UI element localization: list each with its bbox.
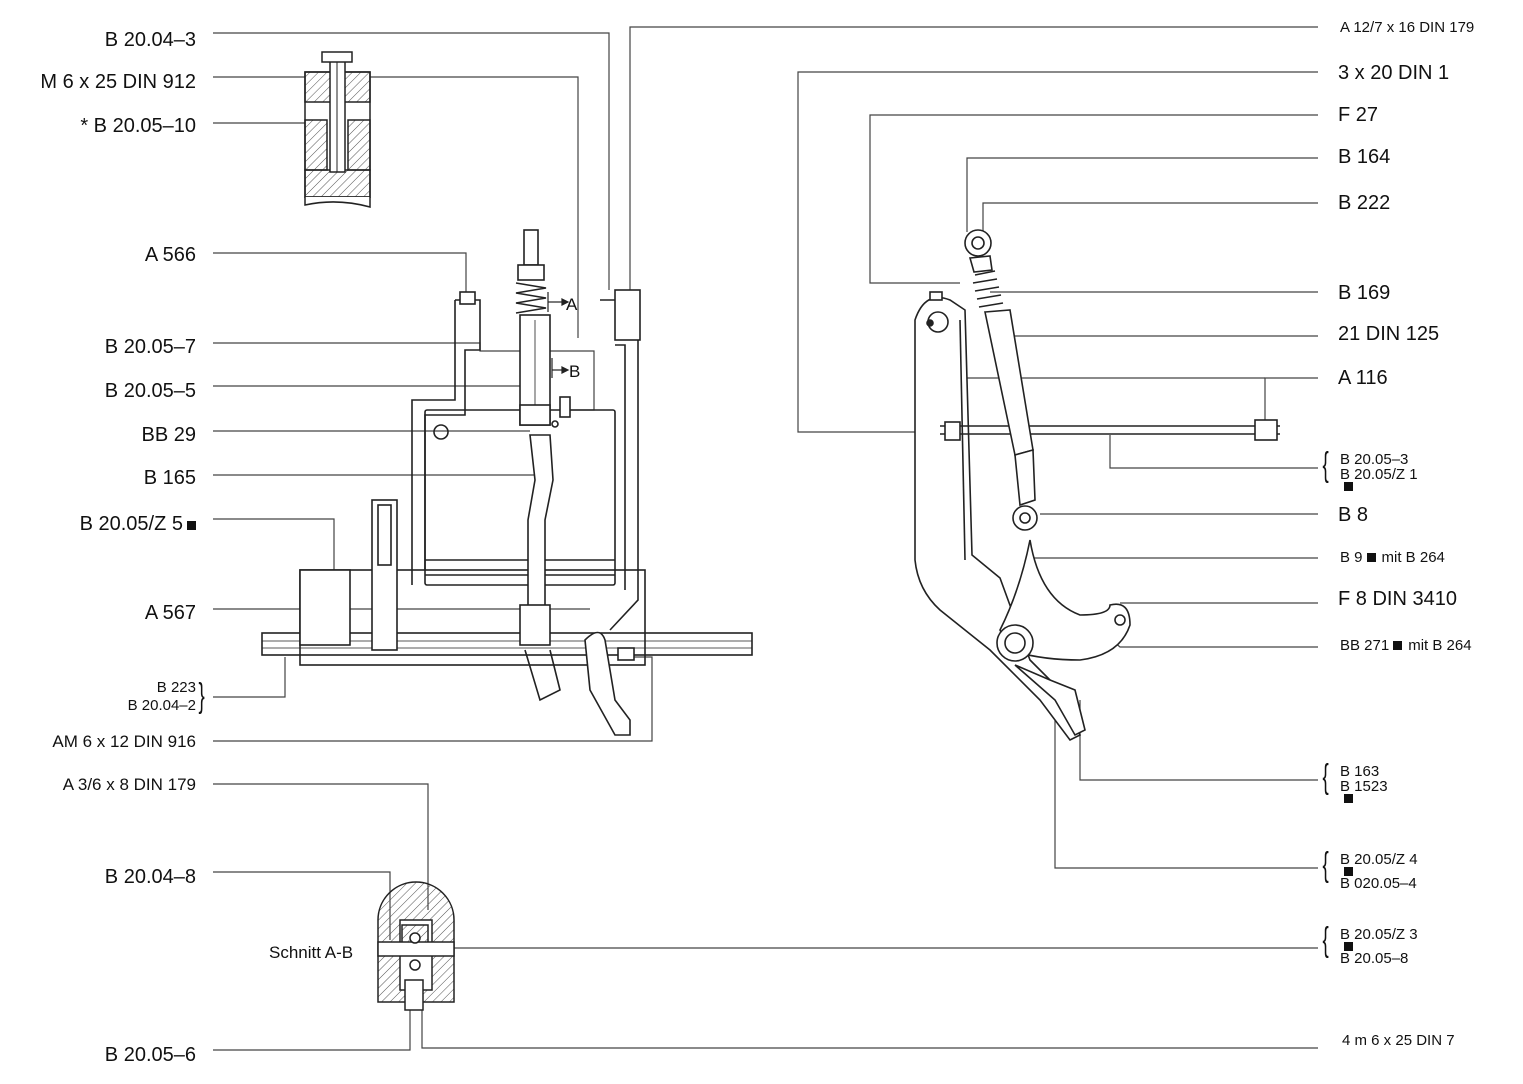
label-am6x12-din916: AM 6 x 12 DIN 916 <box>52 732 196 751</box>
label-f27: F 27 <box>1338 104 1379 126</box>
label-a567: A 567 <box>144 602 196 624</box>
label-b2005z3: B 20.05/Z 3 <box>1340 927 1418 951</box>
brace-b223: } <box>198 677 205 715</box>
brace-b2005z4: { <box>1322 846 1329 884</box>
label-bb29: BB 29 <box>141 424 196 446</box>
filled-square-icon <box>1344 794 1353 803</box>
label-group-b163: B 163 B 1523 <box>1340 764 1388 803</box>
label-b2005-10: * B 20.05–10 <box>80 115 196 137</box>
label-b2005-6: B 20.05–6 <box>104 1044 196 1066</box>
label-b8: B 8 <box>1338 504 1369 526</box>
label-b165: B 165 <box>143 467 196 489</box>
label-a3-6x8-din179: A 3/6 x 8 DIN 179 <box>62 775 196 794</box>
label-b1523: B 1523 <box>1340 779 1388 803</box>
label-b164: B 164 <box>1338 146 1391 168</box>
label-a12-7x16-din179: A 12/7 x 16 DIN 179 <box>1340 19 1475 36</box>
label-b2004-3: B 20.04–3 <box>104 29 196 51</box>
label-b2005-5: B 20.05–5 <box>104 380 196 402</box>
filled-square-icon <box>1344 482 1353 491</box>
label-b2005-8: B 20.05–8 <box>1340 950 1409 967</box>
label-b2005z5: B 20.05/Z 5 <box>80 514 196 534</box>
label-b2004-2: B 20.04–2 <box>127 697 196 714</box>
label-3x20-din1: 3 x 20 DIN 1 <box>1338 62 1450 84</box>
section-markers <box>547 292 570 378</box>
filled-square-icon <box>187 521 196 530</box>
label-b169: B 169 <box>1338 282 1391 304</box>
filled-square-icon <box>1344 867 1353 876</box>
label-b2005z4: B 20.05/Z 4 <box>1340 852 1418 876</box>
label-b2004-8: B 20.04–8 <box>104 866 196 888</box>
label-b2005z1: B 20.05/Z 1 <box>1340 467 1418 491</box>
section-marker-a: A <box>566 295 578 314</box>
section-ab-drawing <box>377 881 455 1011</box>
label-4m6x25-din7: 4 m 6 x 25 DIN 7 <box>1342 1032 1455 1049</box>
brace-b2005z3: { <box>1322 921 1329 959</box>
label-b223: B 223 <box>156 679 196 696</box>
label-group-b2005-3: B 20.05–3 B 20.05/Z 1 <box>1340 452 1418 491</box>
brace-b2005-3: { <box>1322 446 1329 484</box>
filled-square-icon <box>1344 942 1353 951</box>
filled-square-icon <box>1366 553 1376 562</box>
label-21-din125: 21 DIN 125 <box>1338 323 1440 345</box>
label-schnitt-ab: Schnitt A-B <box>269 943 354 962</box>
detail-screw-section <box>304 51 371 208</box>
label-a566: A 566 <box>144 244 196 266</box>
label-f8-din3410: F 8 DIN 3410 <box>1338 588 1457 610</box>
label-b2005-7: B 20.05–7 <box>104 336 196 358</box>
leader-lines-right <box>421 26 1318 1049</box>
filled-square-icon <box>1393 641 1403 650</box>
label-a116: A 116 <box>1338 367 1388 389</box>
label-b020054: B 020.05–4 <box>1340 875 1417 892</box>
right-assembly <box>914 229 1280 742</box>
left-assembly <box>261 229 753 736</box>
label-m6x25-din912: M 6 x 25 DIN 912 <box>40 71 196 93</box>
label-b163: B 163 <box>1340 763 1380 780</box>
label-b2005-3: B 20.05–3 <box>1340 451 1409 468</box>
label-group-b2005z4: B 20.05/Z 4 B 020.05–4 <box>1340 852 1418 891</box>
label-group-b2005z3: B 20.05/Z 3 B 20.05–8 <box>1340 927 1418 966</box>
label-b222: B 222 <box>1338 192 1391 214</box>
brace-b163: { <box>1322 758 1329 796</box>
section-marker-b: B <box>569 362 581 381</box>
